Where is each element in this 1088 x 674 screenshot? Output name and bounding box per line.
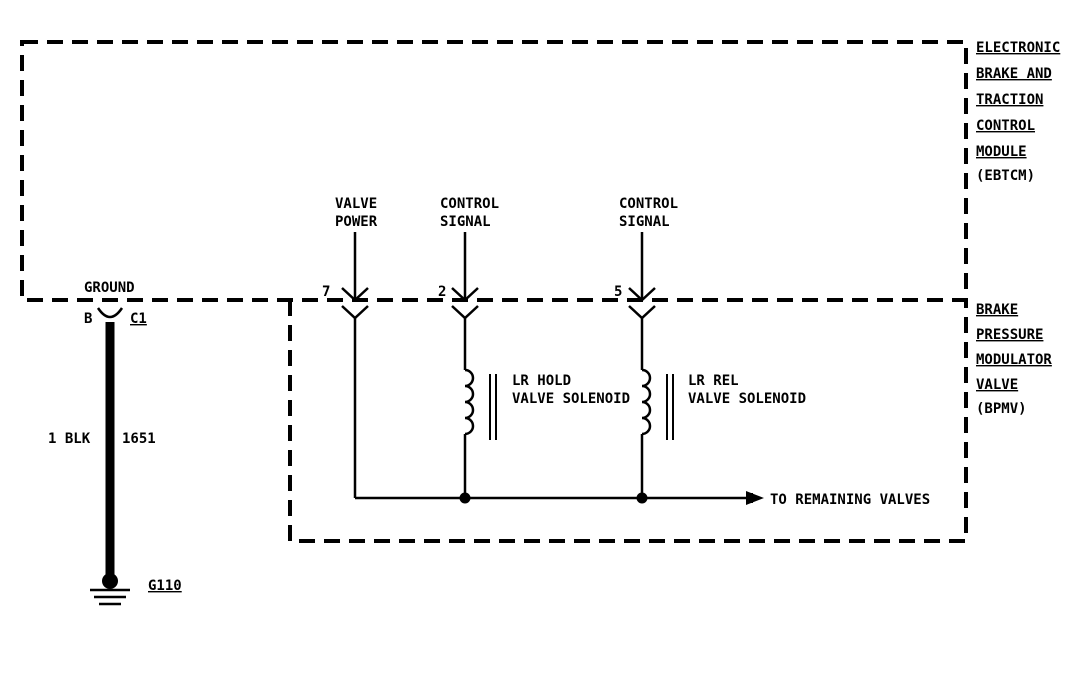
- svg-text:BRAKE: BRAKE: [976, 302, 1018, 318]
- pin-number: 2: [438, 284, 446, 300]
- svg-text:SIGNAL: SIGNAL: [619, 214, 670, 230]
- bpmv-boundary: [288, 300, 968, 543]
- ground-label: GROUND: [84, 280, 135, 296]
- svg-text:SIGNAL: SIGNAL: [440, 214, 491, 230]
- wire-circuit-label: 1651: [122, 431, 156, 447]
- arrow-icon: [746, 491, 764, 505]
- ground-point-label: G110: [148, 578, 182, 594]
- connector-name-label: C1: [130, 311, 147, 327]
- wire-color-label: 1 BLK: [48, 431, 91, 447]
- solenoid-coil: [464, 368, 475, 436]
- svg-text:MODULE: MODULE: [976, 144, 1027, 160]
- svg-text:BRAKE AND: BRAKE AND: [976, 66, 1052, 82]
- remaining-valves-label: TO REMAINING VALVES: [770, 492, 930, 508]
- svg-text:VALVE SOLENOID: VALVE SOLENOID: [512, 391, 630, 407]
- connector-pin-label: B: [84, 311, 92, 327]
- ground-connector-symbol: [96, 307, 124, 319]
- ebtcm-label: ELECTRONIC BRAKE AND TRACTION CONTROL MO…: [976, 40, 1060, 184]
- solenoid-coil: [641, 368, 652, 436]
- lr-hold-solenoid: LR HOLD VALVE SOLENOID: [463, 368, 630, 498]
- bpmv-label: BRAKE PRESSURE MODULATOR VALVE (BPMV): [976, 302, 1052, 417]
- svg-text:(BPMV): (BPMV): [976, 401, 1027, 417]
- svg-text:TRACTION: TRACTION: [976, 92, 1043, 108]
- pin-number: 7: [322, 284, 330, 300]
- svg-text:VALVE: VALVE: [335, 196, 377, 212]
- svg-text:VALVE: VALVE: [976, 377, 1018, 393]
- svg-text:VALVE SOLENOID: VALVE SOLENOID: [688, 391, 806, 407]
- svg-text:LR REL: LR REL: [688, 373, 739, 389]
- pin-control-signal-rel: CONTROL SIGNAL 5: [614, 196, 678, 370]
- ebtcm-boundary: [20, 40, 968, 302]
- svg-text:CONTROL: CONTROL: [619, 196, 678, 212]
- svg-text:POWER: POWER: [335, 214, 378, 230]
- svg-text:CONTROL: CONTROL: [976, 118, 1035, 134]
- lr-rel-solenoid: LR REL VALVE SOLENOID: [640, 368, 806, 498]
- svg-text:PRESSURE: PRESSURE: [976, 327, 1043, 343]
- pin-number: 5: [614, 284, 622, 300]
- svg-text:(EBTCM): (EBTCM): [976, 168, 1035, 184]
- svg-text:CONTROL: CONTROL: [440, 196, 499, 212]
- svg-text:LR HOLD: LR HOLD: [512, 373, 571, 389]
- ground-node: [102, 573, 118, 589]
- common-bus: TO REMAINING VALVES: [355, 491, 930, 508]
- pin-control-signal-hold: CONTROL SIGNAL 2: [438, 196, 499, 370]
- splice-node: [459, 492, 471, 504]
- pin-valve-power: VALVE POWER 7: [322, 196, 378, 498]
- svg-text:ELECTRONIC: ELECTRONIC: [976, 40, 1060, 56]
- svg-text:MODULATOR: MODULATOR: [976, 352, 1052, 368]
- splice-node: [636, 492, 648, 504]
- ground-circuit: GROUND B C1 1 BLK 1651 G110: [48, 280, 182, 606]
